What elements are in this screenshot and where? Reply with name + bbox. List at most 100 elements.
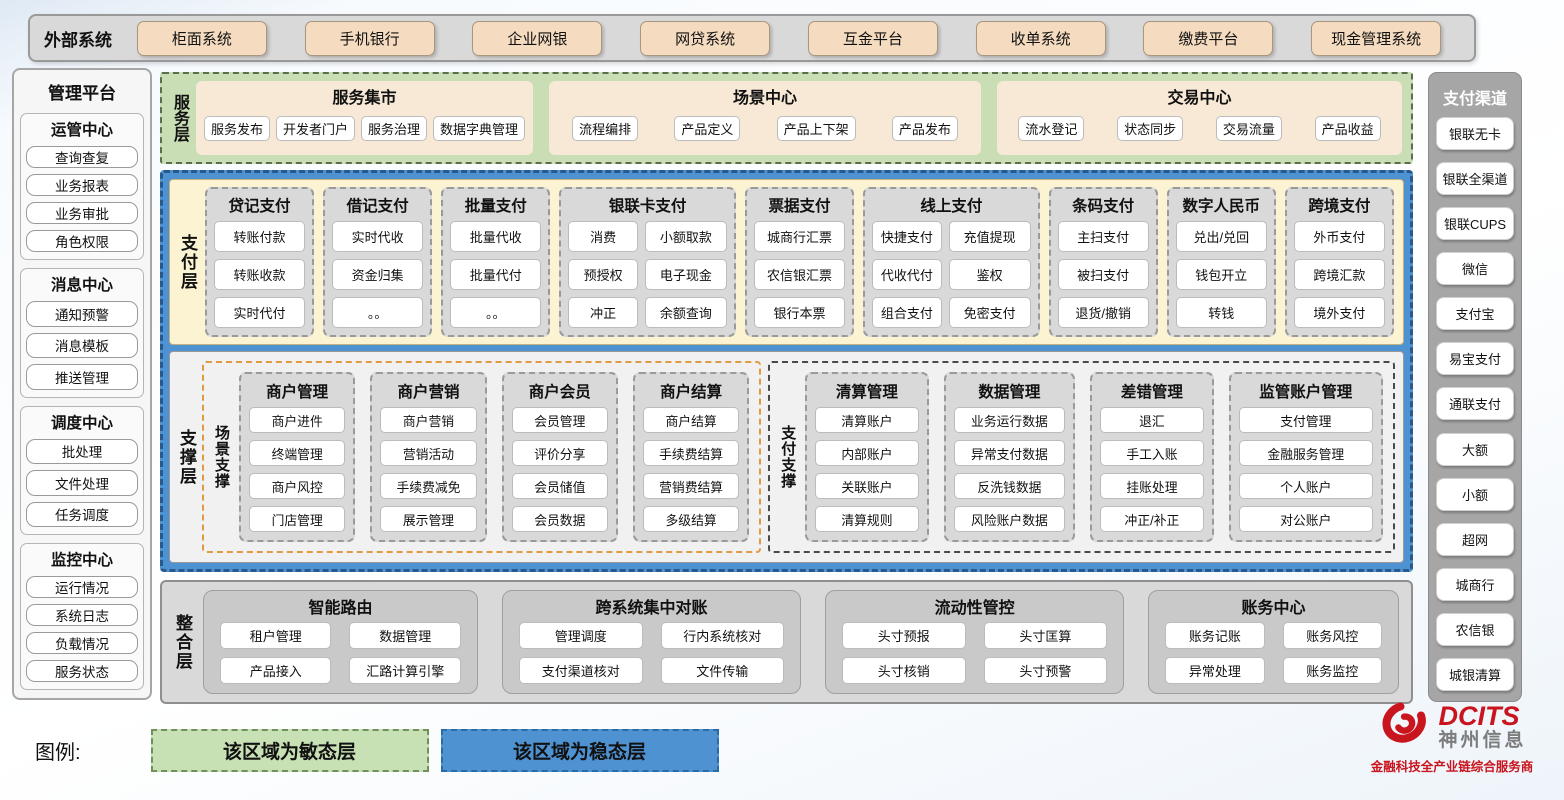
payment-item-button[interactable]: 小额取款	[644, 221, 727, 253]
support-item-button[interactable]: 关联账户	[815, 473, 919, 500]
management-item-button[interactable]: 负载情况	[26, 632, 138, 654]
external-system-button[interactable]: 网贷系统	[640, 20, 771, 56]
payment-channel-button[interactable]: 银联CUPS	[1436, 207, 1514, 241]
payment-channel-button[interactable]: 通联支付	[1436, 387, 1514, 421]
payment-channel-button[interactable]: 大额	[1436, 432, 1514, 466]
management-item-button[interactable]: 文件处理	[26, 470, 138, 496]
support-item-button[interactable]: 终端管理	[249, 440, 346, 467]
support-item-button[interactable]: 展示管理	[380, 506, 477, 533]
payment-item-button[interactable]: 转账付款	[214, 221, 306, 253]
payment-item-button[interactable]: 余额查询	[644, 297, 727, 329]
support-item-button[interactable]: 退汇	[1100, 407, 1204, 434]
support-item-button[interactable]: 营销费结算	[642, 473, 740, 500]
payment-item-button[interactable]: 电子现金	[644, 259, 727, 291]
support-item-button[interactable]: 挂账处理	[1100, 473, 1204, 500]
integration-item-button[interactable]: 产品接入	[220, 657, 332, 684]
integration-item-button[interactable]: 账务记账	[1165, 622, 1265, 649]
integration-item-button[interactable]: 头寸匡算	[983, 622, 1108, 649]
integration-item-button[interactable]: 账务监控	[1282, 657, 1382, 684]
payment-item-button[interactable]: 转账收款	[214, 259, 306, 291]
management-item-button[interactable]: 系统日志	[26, 604, 138, 626]
integration-item-button[interactable]: 汇路计算引擎	[349, 657, 461, 684]
integration-item-button[interactable]: 租户管理	[220, 622, 332, 649]
payment-item-button[interactable]: 城商行汇票	[753, 221, 846, 253]
support-item-button[interactable]: 风险账户数据	[953, 506, 1066, 533]
payment-item-button[interactable]: 快捷支付	[872, 221, 942, 253]
support-item-button[interactable]: 会员管理	[511, 407, 608, 434]
integration-item-button[interactable]: 支付渠道核对	[518, 657, 643, 684]
payment-item-button[interactable]: 。。	[332, 297, 424, 329]
service-item-button[interactable]: 产品收益	[1314, 116, 1381, 141]
integration-item-button[interactable]: 头寸核销	[842, 657, 966, 684]
payment-item-button[interactable]: 充值提现	[948, 221, 1031, 253]
support-item-button[interactable]: 清算账户	[815, 407, 919, 434]
payment-item-button[interactable]: 实时代付	[214, 297, 306, 329]
payment-item-button[interactable]: 境外支付	[1293, 297, 1385, 329]
support-item-button[interactable]: 内部账户	[815, 440, 919, 467]
payment-item-button[interactable]: 批量代收	[450, 221, 542, 253]
payment-item-button[interactable]: 转钱	[1175, 297, 1267, 329]
payment-channel-button[interactable]: 银联无卡	[1436, 117, 1514, 150]
integration-item-button[interactable]: 行内系统核对	[660, 622, 785, 649]
payment-item-button[interactable]: 鉴权	[948, 259, 1031, 291]
service-item-button[interactable]: 开发者门户	[276, 116, 356, 141]
payment-item-button[interactable]: 免密支付	[948, 297, 1031, 329]
integration-item-button[interactable]: 异常处理	[1165, 657, 1265, 684]
support-item-button[interactable]: 营销活动	[380, 440, 477, 467]
management-item-button[interactable]: 推送管理	[26, 364, 138, 390]
payment-channel-button[interactable]: 支付宝	[1436, 297, 1514, 331]
service-item-button[interactable]: 流程编排	[572, 116, 639, 141]
service-item-button[interactable]: 交易流量	[1215, 116, 1282, 141]
service-item-button[interactable]: 产品定义	[674, 116, 741, 141]
management-item-button[interactable]: 任务调度	[26, 501, 138, 527]
support-item-button[interactable]: 冲正/补正	[1100, 506, 1204, 533]
support-item-button[interactable]: 业务运行数据	[953, 407, 1066, 434]
management-item-button[interactable]: 查询查复	[26, 146, 138, 168]
payment-channel-button[interactable]: 农信银	[1436, 612, 1514, 646]
external-system-button[interactable]: 企业网银	[472, 20, 603, 56]
service-item-button[interactable]: 状态同步	[1117, 116, 1184, 141]
support-item-button[interactable]: 门店管理	[249, 506, 346, 533]
support-item-button[interactable]: 手工入账	[1100, 440, 1204, 467]
support-item-button[interactable]: 商户结算	[642, 407, 740, 434]
external-system-button[interactable]: 互金平台	[807, 20, 938, 56]
external-system-button[interactable]: 缴费平台	[1143, 20, 1274, 56]
support-item-button[interactable]: 异常支付数据	[953, 440, 1066, 467]
management-item-button[interactable]: 角色权限	[26, 230, 138, 252]
payment-item-button[interactable]: 兑出/兑回	[1175, 221, 1267, 253]
management-item-button[interactable]: 运行情况	[26, 576, 138, 598]
service-item-button[interactable]: 产品上下架	[776, 116, 856, 141]
payment-item-button[interactable]: 外币支付	[1293, 221, 1385, 253]
management-item-button[interactable]: 业务报表	[26, 174, 138, 196]
payment-item-button[interactable]: 实时代收	[332, 221, 424, 253]
support-item-button[interactable]: 清算规则	[815, 506, 919, 533]
support-item-button[interactable]: 对公账户	[1238, 506, 1373, 533]
support-item-button[interactable]: 会员数据	[511, 506, 608, 533]
payment-item-button[interactable]: 资金归集	[332, 259, 424, 291]
integration-item-button[interactable]: 账务风控	[1282, 622, 1382, 649]
payment-item-button[interactable]: 代收代付	[872, 259, 942, 291]
payment-channel-button[interactable]: 小额	[1436, 477, 1514, 511]
support-item-button[interactable]: 会员储值	[511, 473, 608, 500]
payment-item-button[interactable]: 主扫支付	[1057, 221, 1149, 253]
payment-channel-button[interactable]: 城商行	[1436, 567, 1514, 601]
payment-item-button[interactable]: 冲正	[568, 297, 638, 329]
external-system-button[interactable]: 现金管理系统	[1311, 20, 1442, 56]
support-item-button[interactable]: 评价分享	[511, 440, 608, 467]
payment-item-button[interactable]: 预授权	[568, 259, 638, 291]
payment-item-button[interactable]: 被扫支付	[1057, 259, 1149, 291]
support-item-button[interactable]: 手续费减免	[380, 473, 477, 500]
support-item-button[interactable]: 金融服务管理	[1238, 440, 1373, 467]
support-item-button[interactable]: 支付管理	[1238, 407, 1373, 434]
management-item-button[interactable]: 消息模板	[26, 332, 138, 358]
management-item-button[interactable]: 服务状态	[26, 660, 138, 682]
payment-item-button[interactable]: 消费	[568, 221, 638, 253]
support-item-button[interactable]: 反洗钱数据	[953, 473, 1066, 500]
integration-item-button[interactable]: 头寸预警	[983, 657, 1108, 684]
support-item-button[interactable]: 手续费结算	[642, 440, 740, 467]
external-system-button[interactable]: 柜面系统	[136, 20, 267, 56]
service-item-button[interactable]: 数据字典管理	[433, 116, 526, 141]
integration-item-button[interactable]: 头寸预报	[842, 622, 966, 649]
external-system-button[interactable]: 手机银行	[304, 20, 435, 56]
service-item-button[interactable]: 服务治理	[361, 116, 428, 141]
